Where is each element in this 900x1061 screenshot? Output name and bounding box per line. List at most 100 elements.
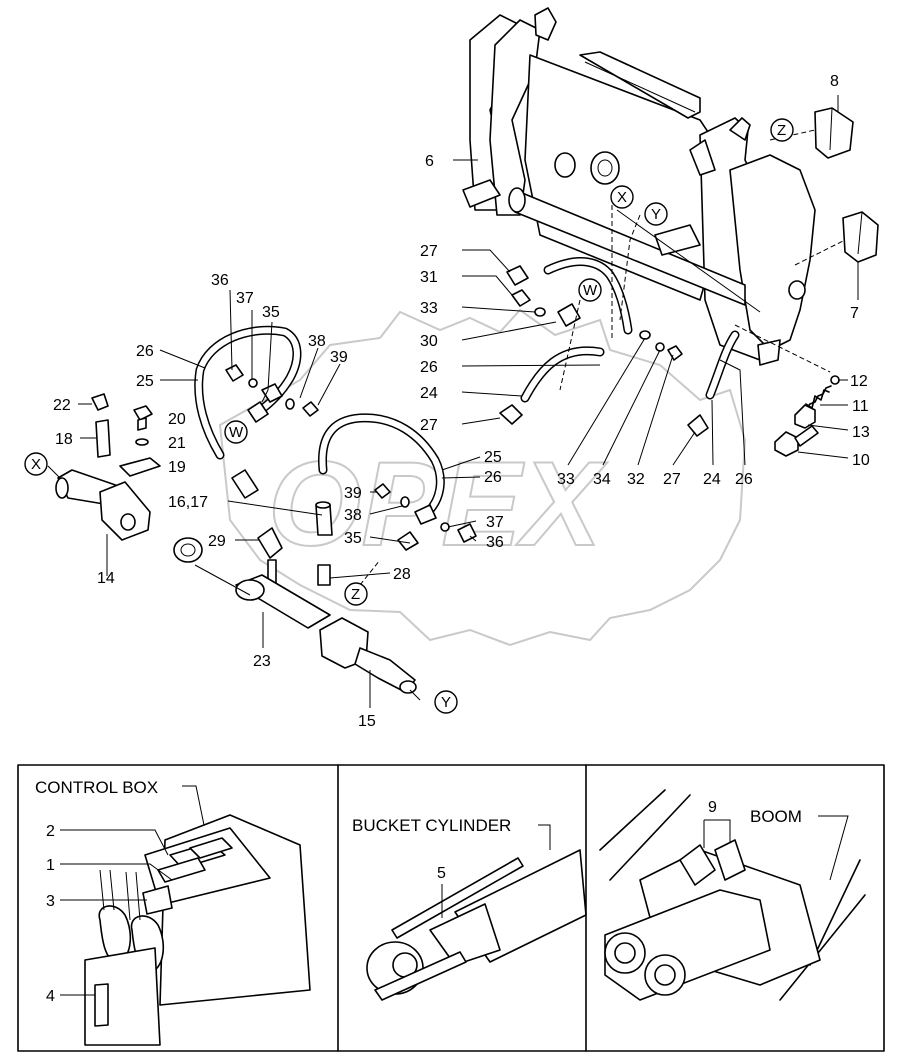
fitting-31 <box>511 289 531 307</box>
bucket-cylinder-title: BUCKET CYLINDER <box>352 816 511 835</box>
callout-12: 12 <box>850 373 868 390</box>
inset-control-box: CONTROL BOX 2 1 3 4 <box>35 778 311 1046</box>
callout-25-b: 25 <box>484 449 502 466</box>
inset-bucket-cylinder: BUCKET CYLINDER 5 <box>352 816 587 1001</box>
fitting-36-left <box>225 364 319 423</box>
control-box-part-1: 1 <box>46 857 55 874</box>
control-box-part-4: 4 <box>46 988 55 1005</box>
svg-text:X: X <box>617 189 627 206</box>
connector-z-bottom: Z <box>344 582 368 606</box>
hose-26-upper <box>543 257 633 335</box>
control-box-part-2: 2 <box>46 823 55 840</box>
svg-text:W: W <box>583 282 598 299</box>
callout-26-d: 26 <box>484 469 502 486</box>
pin-12 <box>830 375 840 385</box>
callout-39-b: 39 <box>344 485 362 502</box>
callout-18: 18 <box>55 431 73 448</box>
svg-text:Z: Z <box>777 122 786 139</box>
connector-x-top: X <box>610 185 634 209</box>
callout-8: 8 <box>830 73 839 90</box>
callout-30: 30 <box>420 333 438 350</box>
connector-x-left: X <box>24 452 48 476</box>
cylinder-14 <box>55 469 151 541</box>
connector-w-left: W <box>224 420 248 444</box>
callout-31: 31 <box>420 269 438 286</box>
callout-36-b: 36 <box>486 534 504 551</box>
callout-19: 19 <box>168 459 186 476</box>
fitting-center-group <box>374 483 477 551</box>
washer-21 <box>135 438 149 446</box>
callout-33-b: 33 <box>557 471 575 488</box>
connector-y-top: Y <box>644 202 668 226</box>
quick-coupler-frame <box>462 7 831 373</box>
callout-36-a: 36 <box>211 272 229 289</box>
callout-24-b: 24 <box>703 471 721 488</box>
part-8-block <box>814 107 854 159</box>
bolt-10 <box>774 425 819 457</box>
callout-26-a: 26 <box>420 359 438 376</box>
nut-13 <box>794 404 816 429</box>
connector-w-top: W <box>578 278 602 302</box>
callout-39-a: 39 <box>330 349 348 366</box>
callout-33-a: 33 <box>420 300 438 317</box>
plate-19 <box>119 457 161 477</box>
control-box-part-3: 3 <box>46 893 55 910</box>
callout-14: 14 <box>97 570 115 587</box>
svg-text:Y: Y <box>441 694 451 711</box>
callout-29: 29 <box>208 533 226 550</box>
callout-21: 21 <box>168 435 186 452</box>
callout-27-c: 27 <box>663 471 681 488</box>
part-7-block <box>842 211 879 263</box>
hose-24-middle <box>520 346 605 403</box>
callout-6: 6 <box>425 153 434 170</box>
block-30 <box>557 303 581 327</box>
callout-35-a: 35 <box>262 304 280 321</box>
fitting-27-mid <box>499 404 523 425</box>
callout-22: 22 <box>53 397 71 414</box>
valve-16-17 <box>231 469 333 536</box>
callout-38-a: 38 <box>308 333 326 350</box>
watermark-gear <box>218 308 747 647</box>
hose-25-left <box>194 325 302 460</box>
fitting-28 <box>317 564 331 586</box>
callout-20: 20 <box>168 411 186 428</box>
callout-10: 10 <box>852 452 870 469</box>
inset-frame <box>17 764 885 1052</box>
callout-27-b: 27 <box>420 417 438 434</box>
svg-text:Y: Y <box>651 206 661 223</box>
fitting-27-top <box>506 265 529 286</box>
callout-37-b: 37 <box>486 514 504 531</box>
cylinder-15 <box>319 617 417 694</box>
svg-text:Z: Z <box>351 586 360 603</box>
callout-26-c: 26 <box>136 343 154 360</box>
pin-22-18 <box>91 393 111 458</box>
callout-15: 15 <box>358 713 376 730</box>
callout-28: 28 <box>393 566 411 583</box>
inset-boom: BOOM 9 <box>599 789 866 1001</box>
bucket-cylinder-part-5: 5 <box>437 865 446 882</box>
hose-25-center <box>318 413 445 517</box>
callout-25-a: 25 <box>136 373 154 390</box>
callout-38-b: 38 <box>344 507 362 524</box>
callout-35-b: 35 <box>344 530 362 547</box>
callout-27-a: 27 <box>420 243 438 260</box>
callout-34: 34 <box>593 471 611 488</box>
connector-z-top: Z <box>770 118 794 142</box>
callout-26-b: 26 <box>735 471 753 488</box>
callout-16-17: 16,17 <box>168 494 208 511</box>
leader-lines <box>47 95 859 708</box>
callout-11: 11 <box>852 398 869 415</box>
fitting-27-right <box>687 414 709 437</box>
callout-37-a: 37 <box>236 290 254 307</box>
svg-text:X: X <box>31 456 41 473</box>
callout-24-a: 24 <box>420 385 438 402</box>
cylinder-23 <box>194 564 331 629</box>
callout-32: 32 <box>627 471 645 488</box>
callout-13: 13 <box>852 424 870 441</box>
control-box-title: CONTROL BOX <box>35 778 158 797</box>
ring-component <box>173 537 203 563</box>
bolt-20 <box>133 405 153 431</box>
callout-23: 23 <box>253 653 271 670</box>
